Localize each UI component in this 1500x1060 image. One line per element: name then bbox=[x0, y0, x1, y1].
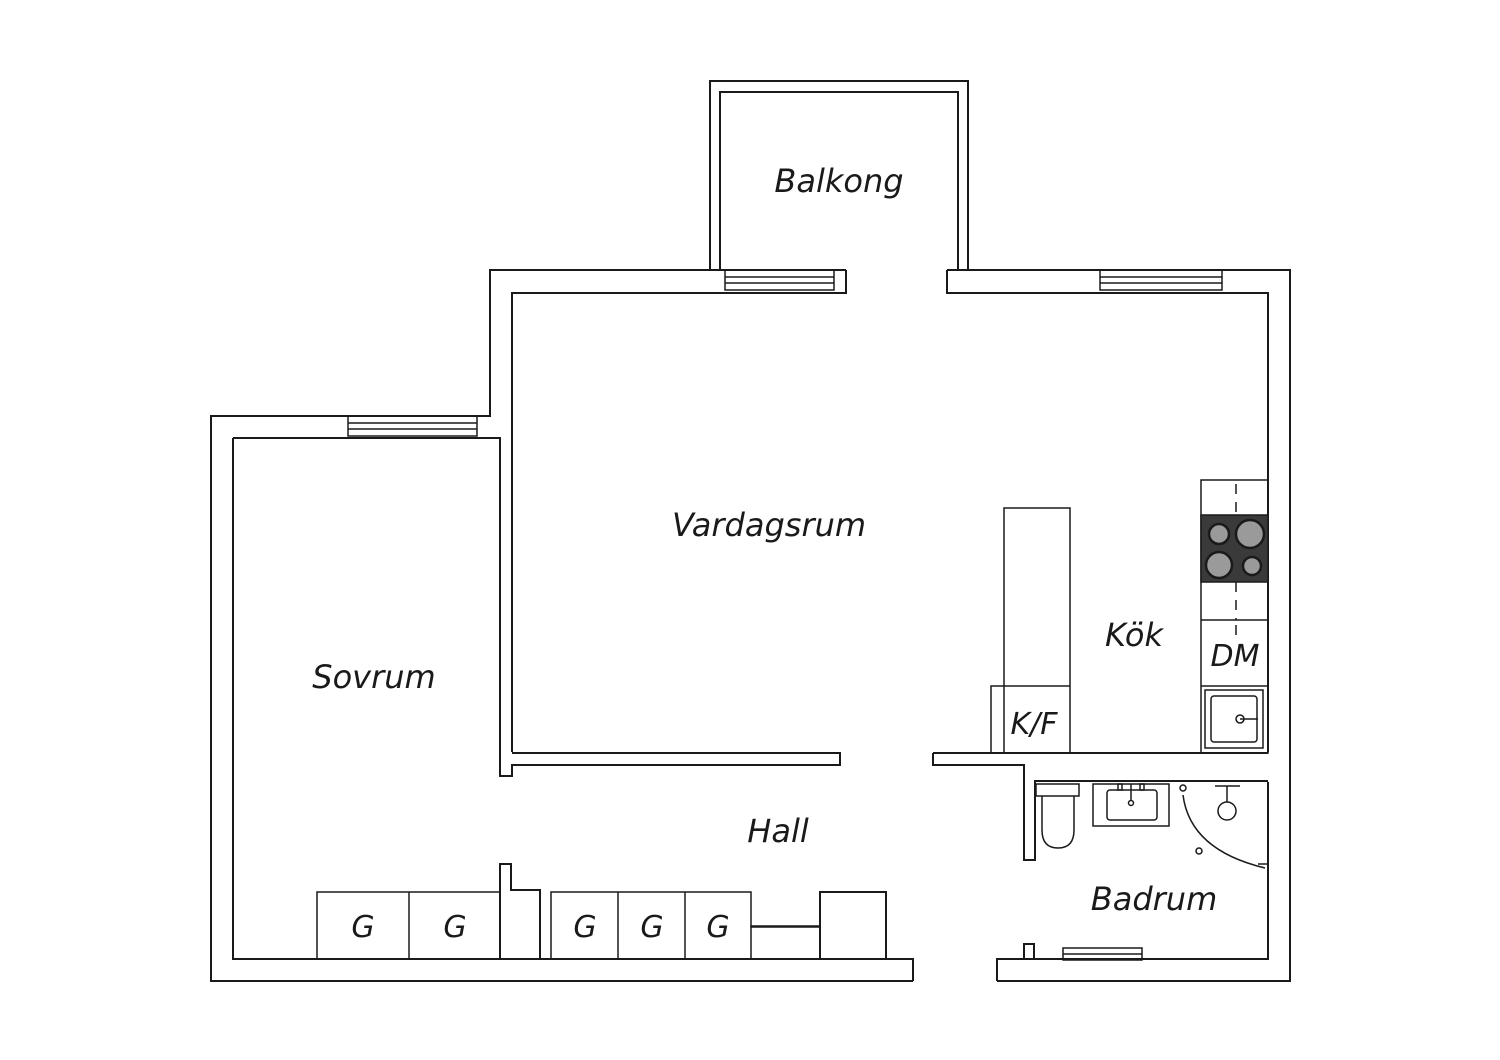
room-label-kitchen: Kök bbox=[1105, 616, 1164, 654]
room-label-living: Vardagsrum bbox=[672, 506, 866, 544]
room-label-hall: Hall bbox=[747, 812, 809, 850]
wardrobe-label: G bbox=[640, 910, 663, 945]
window-kitchen bbox=[1099, 269, 1223, 291]
window-bathroom bbox=[1062, 947, 1143, 961]
room-label-bathroom: Badrum bbox=[1091, 880, 1217, 918]
dishwasher-label: DM bbox=[1211, 639, 1260, 674]
shower bbox=[1179, 784, 1268, 869]
kitchen-bathroom-wall bbox=[932, 752, 1268, 861]
window-bedroom bbox=[347, 415, 478, 437]
fridge-freezer-label: K/F bbox=[1010, 707, 1058, 742]
kitchen-sink bbox=[1204, 689, 1264, 749]
balcony bbox=[709, 80, 969, 270]
window-balcony bbox=[724, 269, 835, 291]
wardrobe-label: G bbox=[706, 910, 729, 945]
wardrobe-label: G bbox=[443, 910, 466, 945]
room-label-bedroom: Sovrum bbox=[312, 658, 435, 696]
wardrobes-hall bbox=[550, 891, 821, 960]
toilet bbox=[1035, 783, 1080, 849]
room-label-balcony: Balkong bbox=[774, 162, 903, 200]
kitchen-island bbox=[990, 507, 1071, 754]
bathroom-sink bbox=[1092, 783, 1170, 827]
wardrobe-label: G bbox=[573, 910, 596, 945]
kitchen-counter bbox=[1200, 479, 1269, 754]
wardrobe-label: G bbox=[351, 910, 374, 945]
stove bbox=[1200, 514, 1269, 583]
bedroom-living-wall bbox=[233, 437, 841, 777]
wardrobes-bedroom bbox=[316, 891, 501, 960]
